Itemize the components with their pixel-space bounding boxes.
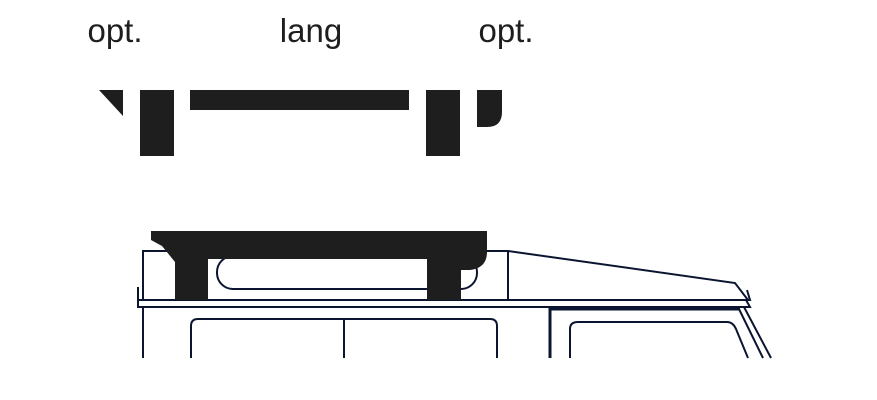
rack-left-leg bbox=[140, 90, 174, 156]
door-line bbox=[548, 307, 740, 358]
rack-rear-corner-piece bbox=[477, 90, 502, 127]
rack-front-corner-piece bbox=[99, 90, 123, 116]
door-window bbox=[569, 321, 749, 359]
label-long: lang bbox=[279, 12, 343, 49]
label-optional-right: opt. bbox=[478, 12, 534, 49]
vehicle-outline bbox=[137, 250, 772, 359]
rack-parts bbox=[99, 90, 502, 156]
a-pillar-inner bbox=[737, 306, 764, 359]
rack-long-bar bbox=[190, 90, 409, 110]
mounted-rack bbox=[151, 231, 487, 300]
mounted-rack-top bbox=[151, 231, 487, 300]
rack-right-leg bbox=[426, 90, 460, 156]
a-pillar-outer bbox=[743, 306, 772, 359]
label-optional-left: opt. bbox=[87, 12, 143, 49]
